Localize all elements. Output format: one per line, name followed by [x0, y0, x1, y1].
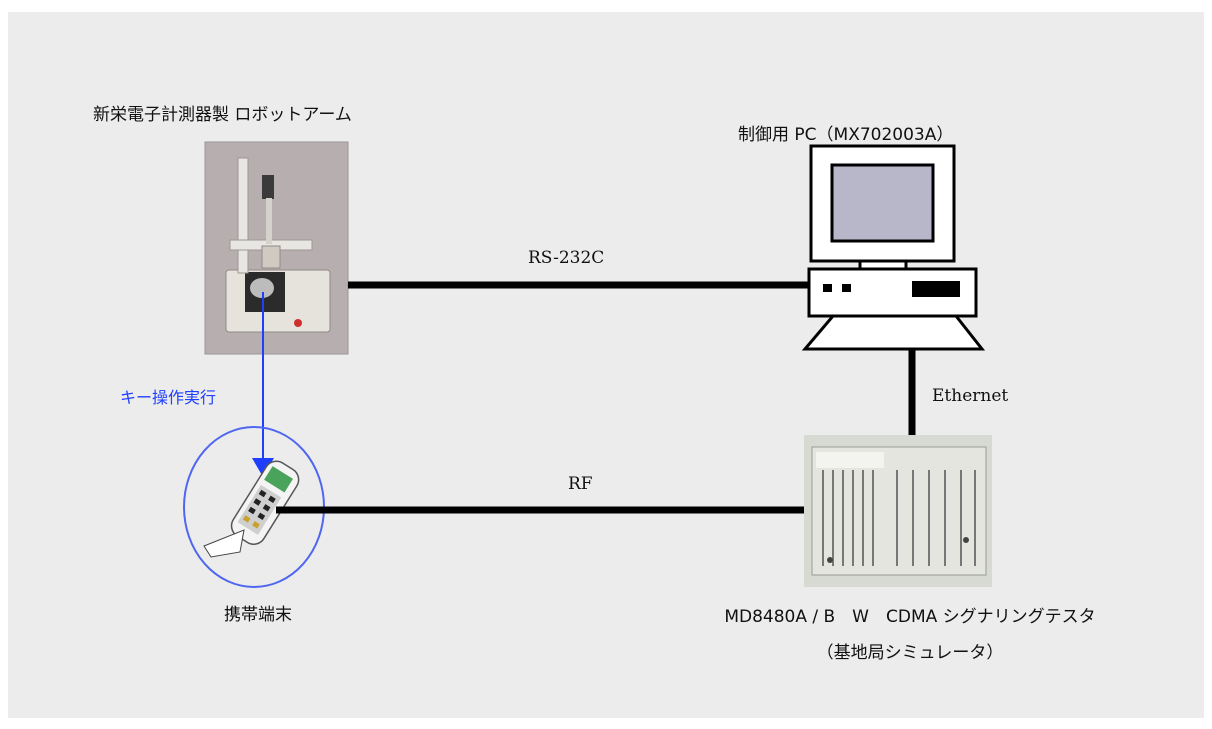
diagram-panel [8, 12, 1204, 718]
ethernet-label: Ethernet [932, 386, 1009, 406]
rs232c-label: RS-232C [528, 248, 605, 268]
robot-arm-image [204, 141, 349, 355]
control-pc-icon [801, 144, 986, 351]
mobile-terminal-image [183, 426, 325, 588]
robot-arm-label: 新栄電子計測器製 ロボットアーム [93, 105, 352, 125]
rf-label: RF [568, 474, 593, 494]
tester-label-line2: （基地局シミュレータ） [816, 643, 1004, 663]
key-operation-arrowhead [252, 458, 274, 477]
tester-label-line1: MD8480A / B W CDMA シグナリングテスタ [724, 607, 1096, 627]
control-pc-label: 制御用 PC（MX702003A） [738, 125, 954, 145]
key-operation-label: キー操作実行 [120, 388, 217, 407]
signaling-tester-image [804, 435, 992, 587]
mobile-terminal-label: 携帯端末 [224, 605, 292, 625]
